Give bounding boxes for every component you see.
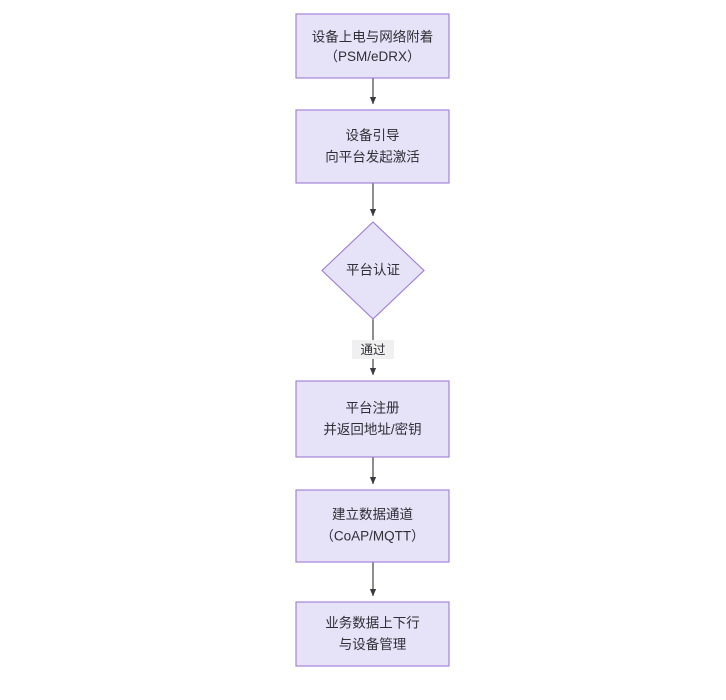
- node-business-data-shape[interactable]: [295, 601, 450, 667]
- edge-label-pass-text: 通过: [360, 343, 386, 357]
- node-business-data[interactable]: 业务数据上下行 与设备管理: [295, 601, 450, 667]
- node-power-on-label-line1: 设备上电与网络附着: [312, 29, 434, 45]
- node-data-channel-shape[interactable]: [295, 489, 450, 563]
- edge-label-pass-background: [352, 340, 394, 359]
- node-data-channel-label-line2: （CoAP/MQTT）: [320, 529, 424, 544]
- node-platform-register-label-line2: 并返回地址/密钥: [323, 421, 421, 437]
- edge-label-pass: 通过: [352, 340, 394, 359]
- node-power-on[interactable]: 设备上电与网络附着 （PSM/eDRX）: [295, 13, 450, 79]
- node-platform-register-shape[interactable]: [295, 380, 450, 458]
- node-bootstrap[interactable]: 设备引导 向平台发起激活: [295, 109, 450, 184]
- node-platform-auth[interactable]: 平台认证: [321, 221, 425, 320]
- nodes-layer: 设备上电与网络附着 （PSM/eDRX） 设备引导 向平台发起激活 平台认证 平…: [295, 13, 450, 667]
- node-platform-register[interactable]: 平台注册 并返回地址/密钥: [295, 380, 450, 458]
- node-data-channel[interactable]: 建立数据通道 （CoAP/MQTT）: [295, 489, 450, 563]
- node-bootstrap-label-line2: 向平台发起激活: [325, 150, 420, 165]
- node-power-on-shape[interactable]: [295, 13, 450, 79]
- node-platform-auth-label: 平台认证: [346, 263, 400, 278]
- node-bootstrap-shape[interactable]: [295, 109, 450, 184]
- node-data-channel-label-line1: 建立数据通道: [332, 507, 413, 522]
- node-power-on-label-line2: （PSM/eDRX）: [324, 49, 420, 64]
- node-business-data-label-line2: 与设备管理: [339, 636, 407, 652]
- node-platform-auth-shape[interactable]: [321, 221, 425, 320]
- node-business-data-label-line1: 业务数据上下行: [325, 616, 420, 631]
- edges-layer: 通过: [352, 78, 394, 597]
- node-bootstrap-label-line1: 设备引导: [346, 127, 400, 143]
- node-platform-register-label-line1: 平台注册: [346, 401, 400, 416]
